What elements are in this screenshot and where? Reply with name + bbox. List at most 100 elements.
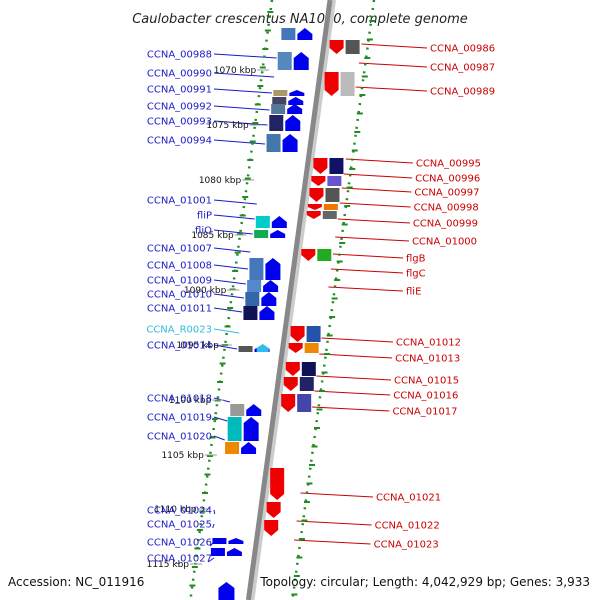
gene-label-left: CCNA_01009 (147, 276, 212, 287)
accession-text: Accession: NC_011916 (8, 575, 144, 589)
tick-label: 1115 kbp (147, 560, 190, 570)
label-leader (337, 218, 410, 224)
gene-label-left: CCNA_00991 (147, 85, 212, 96)
forward-gene-arrow (271, 216, 287, 228)
gene-label-right: CCNA_00999 (413, 219, 478, 230)
label-leader (312, 406, 390, 412)
gene-label-left: CCNA_00988 (147, 50, 212, 61)
label-leader (213, 328, 240, 334)
forward-gene-arrow (228, 538, 244, 544)
gene-label-right: CCNA_00996 (415, 174, 480, 185)
label-leader-lines (207, 43, 428, 563)
forward-gene-arrow (293, 52, 309, 70)
reverse-gene-arrow (313, 158, 328, 174)
gene-label-right: CCNA_00997 (414, 188, 479, 199)
reverse-gene-box (304, 343, 319, 353)
forward-gene-arrow (265, 258, 281, 280)
forward-gene-box (247, 280, 262, 292)
gene-label-left: CCNA_00993 (147, 117, 212, 128)
tick-label: 1105 kbp (161, 451, 204, 461)
gene-label-left: CCNA_01019 (147, 413, 212, 424)
gene-label-left: CCNA_01027 (147, 554, 212, 565)
forward-gene-arrow (288, 97, 304, 105)
reverse-gene-arrow (270, 468, 285, 500)
gene-label-right: CCNA_00986 (430, 44, 495, 55)
forward-gene-box (254, 230, 269, 238)
label-leader (213, 53, 277, 59)
tick-label: 1070 kbp (214, 66, 257, 76)
gene-label-right: CCNA_01022 (375, 521, 440, 532)
reverse-gene-box (301, 362, 316, 376)
forward-gene-box (271, 104, 286, 114)
gene-label-right: CCNA_01021 (376, 493, 441, 504)
reverse-gene-box (306, 326, 321, 342)
reverse-gene-box (325, 188, 340, 202)
track-boundary-left (189, 0, 274, 600)
forward-gene-arrow (285, 115, 301, 131)
label-leader (314, 390, 391, 396)
reverse-gene-arrow (281, 394, 296, 412)
label-leader (321, 337, 393, 343)
label-leader (213, 214, 255, 220)
forward-gene-box (225, 442, 240, 454)
gene-label-left: CCNA_01001 (147, 196, 212, 207)
reverse-gene-arrow (309, 188, 324, 202)
gene-label-right: CCNA_01017 (392, 407, 457, 418)
label-leader (213, 264, 249, 270)
label-leader (213, 139, 265, 145)
genome-track (189, 0, 376, 600)
label-leader (332, 253, 404, 259)
gene-label-left: CCNA_01007 (147, 244, 212, 255)
label-leader (213, 199, 257, 205)
forward-gene-box (273, 90, 288, 96)
reverse-gene-arrow (285, 362, 300, 376)
gene-label-right: CCNA_01016 (393, 391, 458, 402)
label-leader (300, 492, 374, 498)
forward-gene-box (255, 216, 270, 228)
reverse-gene-arrow (307, 204, 322, 210)
reverse-gene-arrow (283, 377, 298, 391)
reverse-gene-box (317, 249, 332, 261)
label-leader (213, 435, 225, 441)
forward-gene-arrow (270, 230, 286, 238)
gene-label-left: CCNA_01020 (147, 432, 212, 443)
forward-gene-box (281, 28, 296, 40)
gene-label-left: fliP (197, 211, 212, 222)
tick-label: 1110 kbp (154, 505, 197, 515)
tick-label: 1090 kbp (184, 286, 227, 296)
reverse-gene-box (322, 211, 337, 219)
forward-gene-box (277, 52, 292, 70)
gene-label-right: CCNA_00998 (414, 203, 479, 214)
label-leader (358, 62, 428, 68)
label-leader (328, 286, 404, 292)
forward-gene-arrow (246, 404, 262, 416)
forward-gene-arrow (287, 104, 303, 114)
gene-label-right: flgC (406, 269, 426, 280)
forward-gene-box (230, 404, 245, 416)
gene-label-left: CCNA_00990 (147, 69, 212, 80)
gene-label-left: CCNA_01024 (147, 506, 212, 517)
tick-label: 1075 kbp (206, 121, 249, 131)
forward-gene-box (249, 258, 264, 280)
label-leader (345, 158, 413, 164)
label-leader (343, 173, 413, 179)
forward-gene-arrow (297, 28, 313, 40)
gene-label-left: CCNA_01014 (147, 341, 212, 352)
label-leader (319, 353, 393, 359)
label-leader (335, 236, 409, 242)
gene-label-left: CCNA_01026 (147, 538, 212, 549)
forward-gene-arrow (226, 548, 242, 556)
tick-label: 1085 kbp (191, 231, 234, 241)
reverse-gene-box (299, 377, 314, 391)
gene-label-left: CCNA_R0023 (146, 325, 212, 336)
gene-label-right: fliE (406, 287, 421, 298)
forward-gene-arrow (263, 280, 279, 292)
gene-label-right: CCNA_01013 (395, 354, 460, 365)
label-leader (341, 187, 412, 193)
forward-gene-arrow (241, 442, 257, 454)
reverse-gene-arrow (264, 520, 279, 536)
reverse-gene-box (340, 72, 355, 96)
label-leader (296, 520, 372, 526)
gene-label-right: CCNA_01012 (396, 338, 461, 349)
